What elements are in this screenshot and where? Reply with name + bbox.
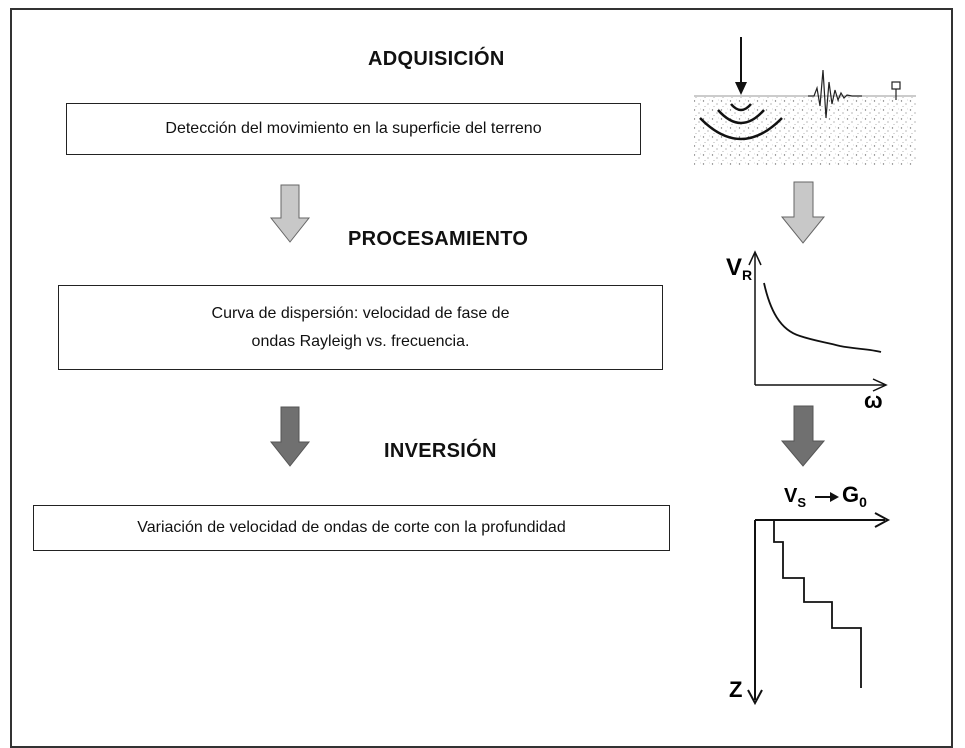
shear-velocity-profile-plot <box>747 512 891 706</box>
arrow-processing-to-inversion <box>269 406 311 467</box>
arrow-right-processing-to-inversion <box>780 405 826 467</box>
processing-description-box: Curva de dispersión: velocidad de fase d… <box>58 285 663 370</box>
arrow-right-acquisition-to-processing <box>780 181 826 244</box>
inversion-description-box: Variación de velocidad de ondas de corte… <box>33 505 670 551</box>
dispersion-curve-plot <box>748 250 888 392</box>
vr-label: VR <box>726 254 752 283</box>
processing-description-line1: Curva de dispersión: velocidad de fase d… <box>211 304 510 322</box>
processing-description-line2: ondas Rayleigh vs. frecuencia. <box>251 332 470 350</box>
acquisition-description-box: Detección del movimiento en la superfici… <box>66 103 641 155</box>
inversion-description: Variación de velocidad de ondas de corte… <box>137 519 566 536</box>
arrow-acquisition-to-processing <box>269 184 311 243</box>
stage-title-acquisition: ADQUISICIÓN <box>368 48 505 70</box>
acquisition-description: Detección del movimiento en la superfici… <box>165 120 542 137</box>
stage-title-inversion: INVERSIÓN <box>384 440 497 462</box>
ground-surface-illustration <box>694 37 916 166</box>
stage-title-processing: PROCESAMIENTO <box>348 228 529 250</box>
g0-label: G0 <box>842 482 867 510</box>
vs-to-g0-arrow <box>815 492 839 502</box>
depth-z-label: Z <box>729 677 742 702</box>
vs-label: VS <box>784 485 806 510</box>
omega-label: ω <box>864 388 883 413</box>
